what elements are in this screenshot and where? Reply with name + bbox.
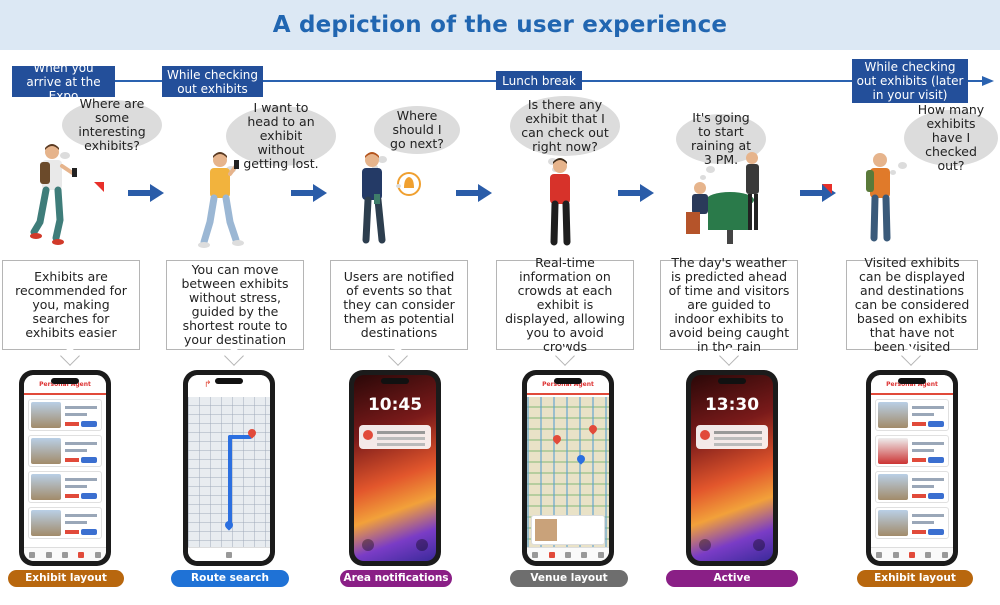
visitor-notified-illustration: [362, 152, 421, 244]
thought-dot: [700, 175, 706, 180]
list-item: [28, 507, 102, 539]
phone-lock-screen-1: 10:45: [349, 370, 441, 566]
visitor-later-illustration: [866, 153, 891, 242]
thought-bubble-6: How many exhibits have I checked out?: [904, 103, 998, 173]
thought-bubble-1: Where are some interesting exhibits?: [62, 97, 162, 153]
visitor-walking-illustration: [198, 152, 244, 248]
phone-screen: Personal Agent: [871, 375, 953, 561]
phone-screen: ↱: [188, 375, 270, 561]
route-bottom-bar: [188, 547, 270, 561]
description-box-3: Users are notified of events so that the…: [330, 260, 468, 350]
list-item: [28, 399, 102, 431]
event-notification: [359, 425, 431, 449]
flashlight-icon: [362, 539, 374, 551]
phone-route-map: ↱: [183, 370, 275, 566]
phase-lunch-break: Lunch break: [496, 71, 582, 90]
description-box-5: The day's weather is predicted ahead of …: [660, 256, 798, 354]
exhibit-card: [531, 515, 605, 545]
list-item: [28, 471, 102, 503]
feature-label-exhibit-layout-later: Exhibit layout: [857, 570, 973, 587]
description-box-1: Exhibits are recommended for you, making…: [2, 260, 140, 350]
phone-screen: 13:30: [691, 375, 773, 561]
visitor-lunch-illustration: [550, 158, 571, 246]
red-corner-mark: [822, 184, 832, 194]
phone-visited-list: Personal Agent: [866, 370, 958, 566]
flow-arrow-icon: [618, 184, 654, 202]
title-banner: A depiction of the user experience: [0, 0, 1000, 50]
app-header: Personal Agent: [871, 375, 953, 395]
list-item: [875, 435, 949, 467]
weather-notification: [696, 425, 768, 449]
thought-dot: [706, 166, 715, 173]
feature-label-venue-layout: Venue layout: [510, 570, 628, 587]
phone-screen: 10:45: [354, 375, 436, 561]
feature-label-area-notifications: Area notifications: [340, 570, 452, 587]
thought-bubble-2: I want to head to an exhibit without get…: [226, 101, 336, 171]
description-box-6: Visited exhibits can be displayed and de…: [846, 256, 978, 354]
flow-arrow-icon: [291, 184, 327, 202]
flow-arrow-icon: [128, 184, 164, 202]
thought-bubble-4: Is there any exhibit that I can check ou…: [510, 96, 620, 156]
notification-dot: [396, 184, 401, 188]
description-box-4: Real-time information on crowds at each …: [496, 256, 634, 354]
list-item: [875, 507, 949, 539]
tab-bar: [871, 547, 953, 561]
tab-bar: [527, 547, 609, 561]
feature-label-active-recommendations: Active recommendations: [666, 570, 798, 601]
list-item: [28, 435, 102, 467]
page-title: A depiction of the user experience: [272, 12, 728, 38]
turn-right-icon: ↱: [204, 380, 212, 390]
timeline-arrow-head: [982, 76, 994, 86]
list-item: [875, 399, 949, 431]
thought-dot: [372, 165, 378, 170]
phone-lock-screen-2: 13:30: [686, 370, 778, 566]
list-item: [875, 471, 949, 503]
thought-dot: [890, 170, 896, 175]
feature-label-route-search: Route search: [171, 570, 289, 587]
thought-dot: [378, 156, 387, 163]
thought-dot: [60, 152, 70, 159]
lock-screen-time: 13:30: [704, 395, 760, 415]
phone-screen: Personal Agent: [527, 375, 609, 561]
visitor-with-phone-illustration: [30, 144, 77, 245]
visitors-at-table-illustration: [686, 152, 759, 244]
description-box-2: You can move between exhibits without st…: [166, 260, 304, 350]
tab-bar: [24, 547, 106, 561]
feature-label-exhibit-layout: Exhibit layout: [8, 570, 124, 587]
phase-checking-exhibits: While checking out exhibits: [162, 66, 263, 97]
red-corner-mark: [94, 182, 104, 192]
app-header: Personal Agent: [24, 375, 106, 395]
camera-icon: [416, 539, 428, 551]
flow-arrow-icon: [456, 184, 492, 202]
thought-dot: [898, 162, 907, 169]
route-header: ↱: [188, 375, 270, 395]
route-path: [228, 435, 232, 525]
phone-screen: Personal Agent: [24, 375, 106, 561]
phone-venue-map: Personal Agent: [522, 370, 614, 566]
thought-bubble-3: Where should I go next?: [374, 106, 460, 154]
route-path: [228, 435, 252, 439]
phone-exhibit-list: Personal Agent: [19, 370, 111, 566]
app-header: Personal Agent: [527, 375, 609, 395]
flashlight-icon: [699, 539, 711, 551]
thought-dot: [548, 158, 557, 165]
phase-arrival: When you arrive at the Expo: [12, 61, 115, 103]
camera-icon: [753, 539, 765, 551]
phase-later-visit: While checking out exhibits (later in yo…: [852, 59, 968, 103]
lock-screen-time: 10:45: [367, 395, 423, 415]
